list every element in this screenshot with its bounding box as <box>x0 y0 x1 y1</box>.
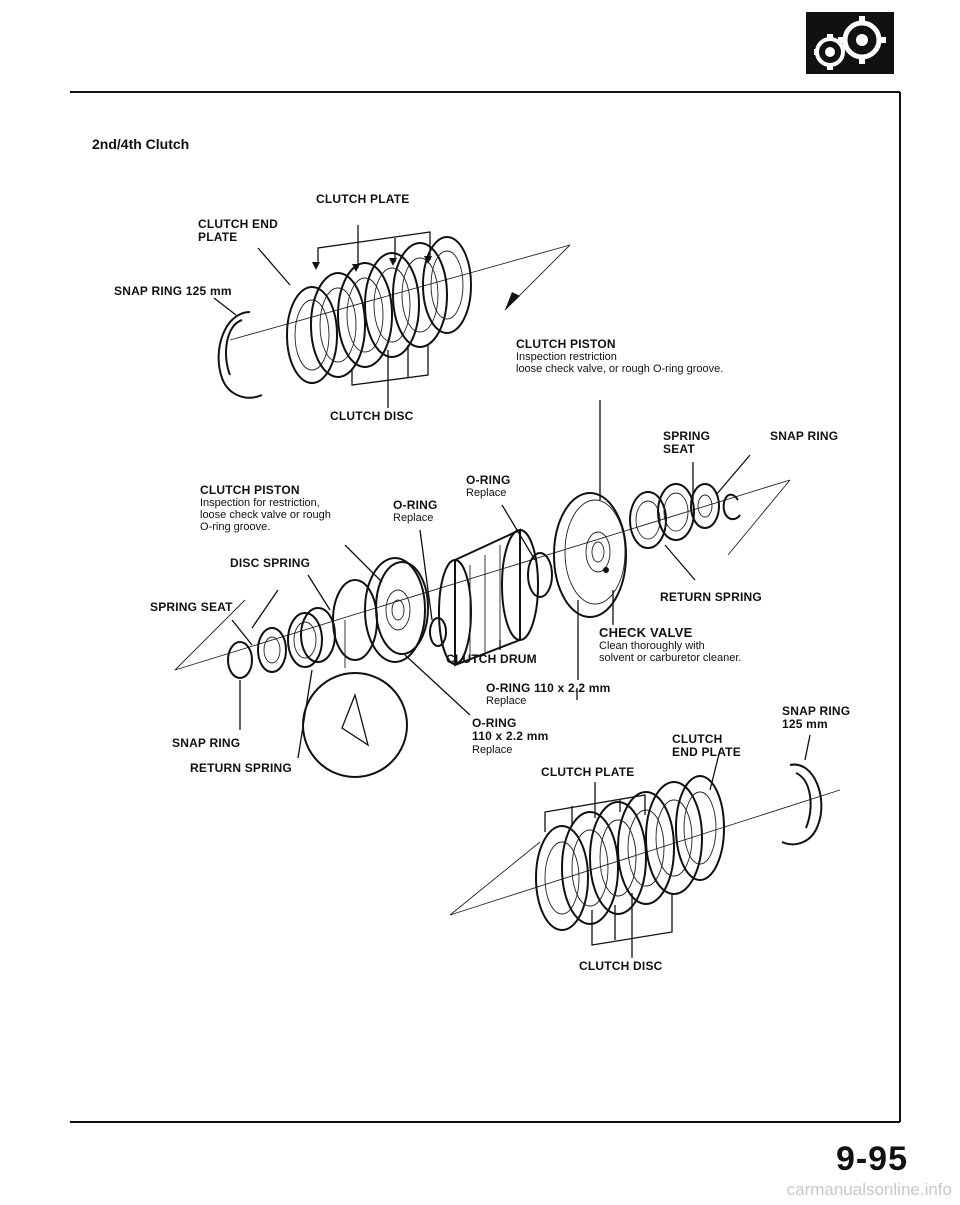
clutch-piston-label-left: CLUTCH PISTON <box>200 483 300 497</box>
top-clutch-pack <box>213 225 571 408</box>
spring-seat-label-right: SPRING SEAT <box>663 429 711 456</box>
watermark: carmanualsonline.info <box>786 1180 952 1199</box>
o-ring-110-note-upper: Replace <box>486 695 527 707</box>
snap-ring-label-right: SNAP RING <box>770 429 839 443</box>
clutch-plate-label-bottom: CLUTCH PLATE <box>541 765 635 779</box>
spring-seat-label-left: SPRING SEAT <box>150 600 233 614</box>
o-ring-110-label-lower: O-RING 110 x 2.2 mm <box>472 716 549 743</box>
return-spring-label-left: RETURN SPRING <box>190 761 292 775</box>
clutch-drum-label: CLUTCH DRUM <box>446 652 537 666</box>
clutch-piston-note-left: Inspection for restriction, loose check … <box>200 497 331 533</box>
clutch-end-plate-label-top: CLUTCH END PLATE <box>198 217 278 244</box>
clutch-piston-note-right: Inspection restriction loose check valve… <box>516 351 724 375</box>
snap-ring-125-label-right: SNAP RING 125 mm <box>782 704 851 731</box>
clutch-plate-label-top: CLUTCH PLATE <box>316 192 410 206</box>
snap-ring-label-top: SNAP RING 125 mm <box>114 284 232 298</box>
clutch-piston-label-right: CLUTCH PISTON <box>516 337 616 351</box>
o-ring-note-upper: Replace <box>466 487 507 499</box>
check-valve-label: CHECK VALVE <box>599 625 693 640</box>
gears-icon <box>806 12 894 74</box>
return-spring-label-right: RETURN SPRING <box>660 590 762 604</box>
o-ring-label-upper: O-RING <box>466 473 511 487</box>
o-ring-label-mid: O-RING <box>393 498 438 512</box>
snap-ring-label-left: SNAP RING <box>172 736 241 750</box>
section-title: 2nd/4th Clutch <box>92 136 190 152</box>
clutch-disc-label-bottom: CLUTCH DISC <box>579 959 663 973</box>
disc-spring-label: DISC SPRING <box>230 556 311 570</box>
clutch-disc-label-top: CLUTCH DISC <box>330 409 414 423</box>
o-ring-110-label-upper: O-RING 110 x 2.2 mm <box>486 681 611 695</box>
o-ring-note-mid: Replace <box>393 512 434 524</box>
bottom-clutch-pack <box>449 734 841 958</box>
clutch-end-plate-label-right: CLUTCH END PLATE <box>672 732 741 759</box>
middle-assembly <box>174 400 791 778</box>
page-number: 9-95 <box>835 1140 908 1178</box>
o-ring-110-note-lower: Replace <box>472 744 513 756</box>
check-valve-note: Clean thoroughly with solvent or carbure… <box>599 640 742 664</box>
